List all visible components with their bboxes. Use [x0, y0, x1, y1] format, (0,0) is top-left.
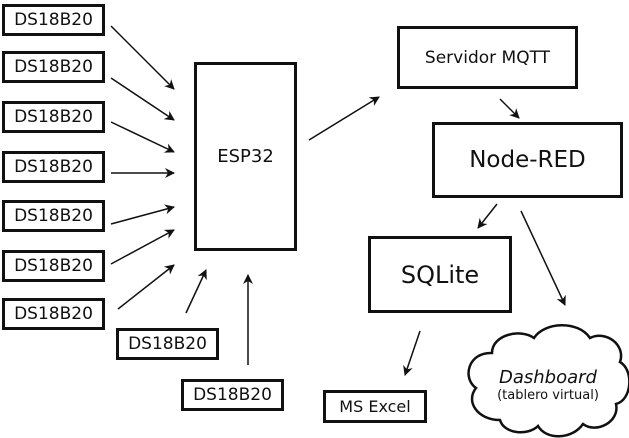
- node-red-label: Node-RED: [469, 147, 586, 173]
- sensor-box-2: DS18B20: [2, 51, 105, 83]
- sensor-box-6: DS18B20: [2, 250, 105, 282]
- dashboard-subtitle: (tablero virtual): [497, 388, 599, 403]
- sensor-box-7: DS18B20: [2, 298, 105, 330]
- arrow-sqlite-excel: [403, 330, 421, 376]
- sensor-box-1: DS18B20: [2, 4, 105, 36]
- sensor-label: DS18B20: [14, 256, 93, 276]
- arrow-sensor1-esp32: [110, 25, 175, 90]
- sensor-box-3: DS18B20: [2, 101, 105, 133]
- sensor-label: DS18B20: [14, 206, 93, 226]
- sensor-label: DS18B20: [193, 385, 272, 405]
- sensor-label: DS18B20: [128, 334, 207, 354]
- sensor-box-4: DS18B20: [2, 151, 105, 183]
- arrow-mqtt-nodered: [499, 98, 520, 119]
- arrow-sensor8-esp32: [185, 269, 207, 314]
- arrow-nodered-dashboard: [520, 210, 566, 306]
- arrow-sensor6-esp32: [110, 229, 175, 265]
- sensor-label: DS18B20: [14, 157, 93, 177]
- dashboard-title: Dashboard: [499, 367, 597, 388]
- sensor-label: DS18B20: [14, 107, 93, 127]
- sensor-box-8: DS18B20: [116, 328, 219, 360]
- sensor-box-5: DS18B20: [2, 200, 105, 232]
- arrow-esp32-mqtt: [308, 96, 380, 141]
- arrow-sensor3-esp32: [110, 121, 175, 153]
- arrow-nodered-sqlite: [477, 203, 498, 229]
- ms-excel-label: MS Excel: [339, 397, 411, 416]
- sqlite-box: SQLite: [368, 236, 512, 313]
- mqtt-server-label: Servidor MQTT: [424, 47, 551, 68]
- arrow-sensor5-esp32: [110, 204, 175, 225]
- esp32-label: ESP32: [217, 146, 274, 167]
- sensor-label: DS18B20: [14, 57, 93, 77]
- sensor-box-9: DS18B20: [181, 379, 284, 411]
- sensor-label: DS18B20: [14, 10, 93, 30]
- ms-excel-box: MS Excel: [323, 390, 427, 423]
- sensor-label: DS18B20: [14, 304, 93, 324]
- sqlite-label: SQLite: [400, 260, 480, 289]
- dashboard-cloud-shape: [467, 324, 629, 438]
- mqtt-server-box: Servidor MQTT: [397, 26, 578, 89]
- arrow-sensor7-esp32: [117, 264, 175, 310]
- node-red-box: Node-RED: [432, 122, 623, 198]
- esp32-box: ESP32: [194, 62, 297, 251]
- arrow-sensor2-esp32: [110, 77, 175, 121]
